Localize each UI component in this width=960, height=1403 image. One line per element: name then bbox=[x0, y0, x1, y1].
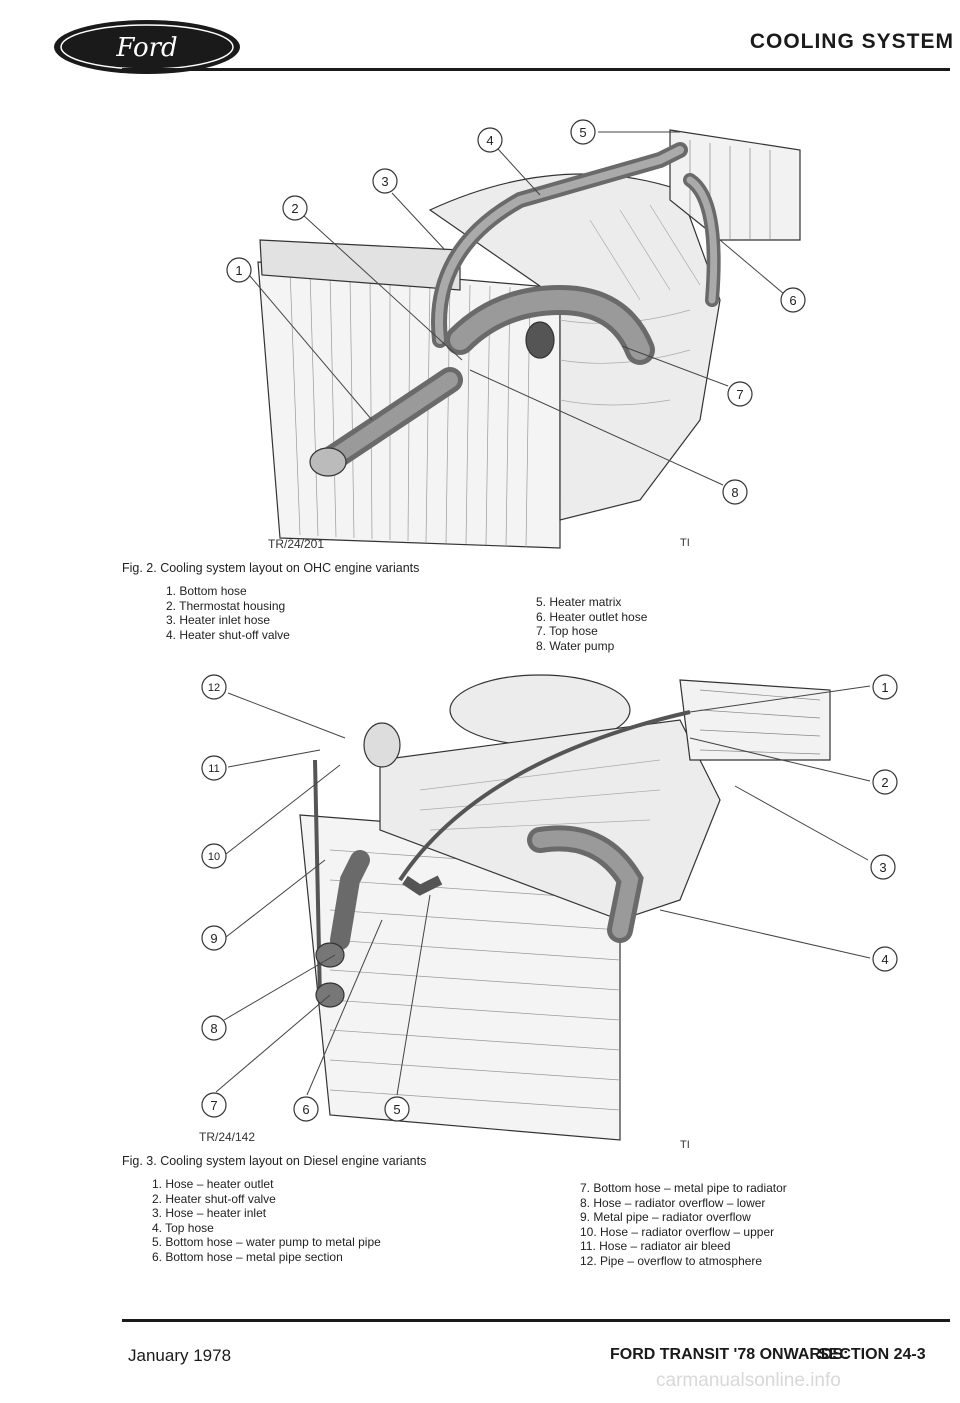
fig3-callout-11: 11 bbox=[201, 755, 227, 781]
ford-logo-text: Ford bbox=[115, 33, 177, 63]
svg-text:3: 3 bbox=[381, 174, 388, 189]
fig2-callout-8: 8 bbox=[722, 479, 748, 505]
list-item: 4. Top hose bbox=[152, 1220, 214, 1235]
fig2-callout-2: 2 bbox=[282, 195, 308, 221]
svg-text:1: 1 bbox=[235, 263, 242, 278]
fig3-callout-9: 9 bbox=[201, 925, 227, 951]
svg-text:2: 2 bbox=[291, 201, 298, 216]
fig2-caption: Fig. 2. Cooling system layout on OHC eng… bbox=[122, 561, 420, 575]
fig3-callout-5: 5 bbox=[384, 1096, 410, 1122]
list-item: 3. Heater inlet hose bbox=[166, 613, 271, 627]
fig3-reference: TR/24/142 bbox=[199, 1130, 256, 1144]
fig3-callout-8: 8 bbox=[201, 1015, 227, 1041]
fig3-callout-6: 6 bbox=[293, 1096, 319, 1122]
fig2-callout-5: 5 bbox=[570, 119, 596, 145]
fig3-callout-12: 12 bbox=[201, 674, 227, 700]
fig3-callout-7: 7 bbox=[201, 1092, 227, 1118]
header-rule bbox=[122, 68, 950, 71]
fig3-illustration bbox=[299, 674, 831, 1141]
fig3-callout-4: 4 bbox=[872, 946, 898, 972]
svg-text:7: 7 bbox=[210, 1098, 217, 1113]
fig3-callout-2: 2 bbox=[872, 769, 898, 795]
list-item: 6. Heater outlet hose bbox=[536, 609, 648, 624]
list-item: 3. Hose – heater inlet bbox=[152, 1206, 267, 1220]
svg-text:6: 6 bbox=[789, 293, 796, 308]
svg-text:5: 5 bbox=[393, 1102, 400, 1117]
list-item: 9. Metal pipe – radiator overflow bbox=[580, 1210, 751, 1224]
list-item: 4. Heater shut-off valve bbox=[166, 627, 290, 642]
ford-logo: Ford bbox=[54, 20, 240, 74]
list-item: 12. Pipe – overflow to atmosphere bbox=[580, 1253, 763, 1268]
fig2-legend-right: 5. Heater matrix 6. Heater outlet hose 7… bbox=[536, 595, 647, 653]
fig3-legend-right: 7. Bottom hose – metal pipe to radiator … bbox=[580, 1181, 787, 1268]
fig2-callout-6: 6 bbox=[780, 287, 806, 313]
fig2-callout-7: 7 bbox=[727, 381, 753, 407]
fig2-leader-lines bbox=[249, 131, 785, 486]
fig2-callout-3: 3 bbox=[372, 168, 398, 194]
fig2-callout-4: 4 bbox=[477, 127, 503, 153]
cooling-illustrations bbox=[215, 129, 871, 1141]
fig2-ti-mark: TI bbox=[680, 537, 690, 549]
fig3-caption: Fig. 3. Cooling system layout on Diesel … bbox=[122, 1154, 427, 1168]
list-item: 10. Hose – radiator overflow – upper bbox=[580, 1224, 775, 1239]
footer-rule bbox=[122, 1319, 950, 1322]
fig3-callout-3: 3 bbox=[870, 854, 896, 880]
fig3-ti-mark: TI bbox=[680, 1139, 690, 1151]
list-item: 2. Thermostat housing bbox=[166, 598, 286, 613]
list-item: 8. Water pump bbox=[536, 638, 615, 653]
svg-text:12: 12 bbox=[208, 682, 220, 694]
footer-section: SECTION 24-3 bbox=[818, 1346, 926, 1363]
watermark: carmanualsonline.info bbox=[656, 1370, 841, 1391]
svg-text:4: 4 bbox=[486, 133, 493, 148]
fig3-callout-1: 1 bbox=[872, 674, 898, 700]
svg-text:1: 1 bbox=[881, 680, 888, 695]
list-item: 2. Heater shut-off valve bbox=[152, 1191, 276, 1206]
svg-text:8: 8 bbox=[210, 1021, 217, 1036]
svg-text:3: 3 bbox=[879, 860, 886, 875]
list-item: 7. Top hose bbox=[536, 624, 598, 638]
footer-date: January 1978 bbox=[128, 1346, 232, 1365]
list-item: 1. Hose – heater outlet bbox=[152, 1177, 274, 1191]
list-item: 8. Hose – radiator overflow – lower bbox=[580, 1195, 766, 1210]
list-item: 11. Hose – radiator air bleed bbox=[580, 1239, 731, 1253]
list-item: 5. Heater matrix bbox=[536, 595, 622, 609]
fig2-illustration bbox=[257, 129, 801, 549]
svg-text:8: 8 bbox=[731, 485, 738, 500]
footer-title: FORD TRANSIT '78 ONWARDS: bbox=[610, 1346, 849, 1363]
svg-text:11: 11 bbox=[208, 763, 219, 775]
fig3-callout-10: 10 bbox=[201, 843, 227, 869]
svg-text:4: 4 bbox=[881, 952, 888, 967]
svg-text:5: 5 bbox=[579, 125, 586, 140]
fig3-legend-left: 1. Hose – heater outlet 2. Heater shut-o… bbox=[152, 1177, 381, 1264]
svg-text:2: 2 bbox=[881, 775, 888, 790]
svg-text:7: 7 bbox=[736, 387, 743, 402]
fig2-callout-1: 1 bbox=[226, 257, 252, 283]
fig3-leader-lines bbox=[215, 685, 871, 1096]
svg-text:9: 9 bbox=[210, 931, 217, 946]
list-item: 6. Bottom hose – metal pipe section bbox=[152, 1249, 343, 1264]
page-title: COOLING SYSTEM bbox=[749, 30, 954, 53]
list-item: 5. Bottom hose – water pump to metal pip… bbox=[152, 1235, 381, 1249]
list-item: 1. Bottom hose bbox=[166, 584, 247, 598]
svg-text:10: 10 bbox=[208, 851, 220, 863]
fig2-legend-left: 1. Bottom hose 2. Thermostat housing 3. … bbox=[166, 584, 290, 642]
list-item: 7. Bottom hose – metal pipe to radiator bbox=[580, 1181, 787, 1195]
fig2-reference: TR/24/201 bbox=[268, 537, 325, 551]
svg-text:6: 6 bbox=[302, 1102, 309, 1117]
